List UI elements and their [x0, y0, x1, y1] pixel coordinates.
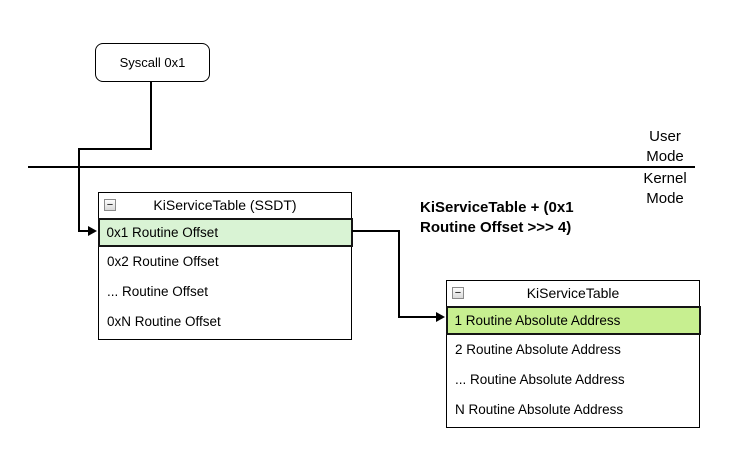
table-row: ... Routine Absolute Address: [447, 365, 699, 395]
table-row-highlighted: 1 Routine Absolute Address: [445, 306, 701, 335]
table-row: 2 Routine Absolute Address: [447, 335, 699, 365]
syscall-node: Syscall 0x1: [95, 43, 210, 82]
collapse-icon[interactable]: −: [452, 287, 464, 299]
table-row-label: N Routine Absolute Address: [455, 402, 624, 417]
resolved-table: − KiServiceTable 1 Routine Absolute Addr…: [445, 280, 701, 428]
table-row-label: 0x1 Routine Offset: [106, 225, 219, 240]
syscall-node-label: Syscall 0x1: [119, 55, 186, 70]
resolved-table-title: KiServiceTable: [526, 285, 620, 301]
connector-syscall-horizontal: [78, 148, 152, 150]
ssdt-table: − KiServiceTable (SSDT) 0x1 Routine Offs…: [97, 192, 353, 340]
connector-syscall-drop: [78, 148, 80, 232]
table-row-highlighted: 0x1 Routine Offset: [97, 218, 353, 247]
connector-into-resolved: [398, 316, 436, 318]
table-row-label: 1 Routine Absolute Address: [454, 313, 621, 328]
arrowhead-into-resolved-icon: [436, 311, 445, 322]
table-row: ... Routine Offset: [99, 277, 351, 307]
table-row-label: 2 Routine Absolute Address: [455, 342, 621, 357]
user-kernel-divider-line: [28, 166, 695, 168]
arrowhead-into-ssdt-icon: [88, 225, 97, 236]
collapse-icon[interactable]: −: [104, 199, 116, 211]
table-row: 0x2 Routine Offset: [99, 247, 351, 277]
table-row: 0xN Routine Offset: [99, 307, 351, 337]
ssdt-table-title: KiServiceTable (SSDT): [153, 197, 297, 213]
user-mode-label: User Mode: [646, 128, 684, 165]
table-row: N Routine Absolute Address: [447, 395, 699, 425]
connector-ssdt-out: [352, 230, 400, 232]
table-row-label: ... Routine Absolute Address: [455, 372, 625, 387]
kernel-mode-label: Kernel Mode: [643, 170, 687, 207]
table-row-label: 0xN Routine Offset: [107, 314, 221, 329]
connector-ssdt-drop: [398, 230, 400, 318]
resolved-table-header: − KiServiceTable: [447, 281, 699, 306]
ssdt-table-header: − KiServiceTable (SSDT): [99, 193, 351, 218]
connector-syscall-vertical: [150, 82, 152, 150]
connector-syscall-into-table: [78, 230, 89, 232]
table-row-label: ... Routine Offset: [107, 284, 209, 299]
offset-expression-label: KiServiceTable + (0x1 Routine Offset >>>…: [420, 199, 574, 236]
table-row-label: 0x2 Routine Offset: [107, 254, 219, 269]
